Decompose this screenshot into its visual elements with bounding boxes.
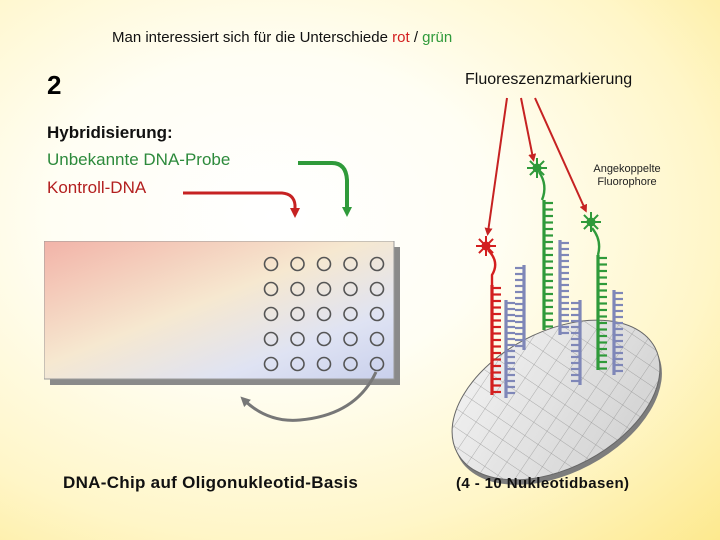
chip-spot bbox=[316, 306, 332, 322]
header-text: Man interessiert sich für die Unterschie… bbox=[112, 29, 452, 46]
bases-caption: (4 - 10 Nukleotidbasen) bbox=[456, 475, 630, 492]
oligo-probe bbox=[612, 290, 623, 375]
zoom-arrow bbox=[240, 371, 378, 422]
chip-spot bbox=[369, 256, 385, 272]
chip-spot bbox=[343, 331, 358, 347]
fluor-arrow-red bbox=[484, 97, 508, 236]
chip-spot bbox=[263, 306, 279, 322]
control-label: Kontroll-DNA bbox=[47, 178, 147, 197]
probe-strand bbox=[527, 158, 553, 330]
chip-spot bbox=[343, 356, 358, 372]
control-strand bbox=[476, 236, 501, 395]
chip-spot bbox=[290, 331, 305, 347]
fluorescence-label: Fluoreszenzmarkierung bbox=[465, 71, 633, 88]
chip-spot bbox=[290, 281, 305, 297]
chip-spot bbox=[263, 356, 279, 372]
oligo-probe bbox=[504, 300, 515, 398]
hybridization-title: Hybridisierung: bbox=[47, 123, 173, 142]
fluorophore-label: Angekoppelte Fluorophore bbox=[593, 163, 661, 188]
spot-grid bbox=[263, 256, 385, 372]
chip-spot bbox=[316, 281, 332, 297]
header-prefix: Man interessiert sich für die Unterschie… bbox=[112, 29, 388, 46]
chip-surface bbox=[44, 241, 395, 380]
oligo-probe bbox=[571, 300, 582, 385]
chip-spot bbox=[263, 256, 279, 272]
chip-spot bbox=[369, 356, 385, 372]
oligo-probe bbox=[558, 240, 569, 335]
chip-spot bbox=[369, 306, 385, 322]
fluor-arrow-green-2 bbox=[534, 97, 588, 213]
chip-spot bbox=[316, 256, 332, 272]
fluor-arrow-green-1 bbox=[520, 97, 537, 162]
probe-strands bbox=[476, 158, 623, 398]
probe-label: Unbekannte DNA-Probe bbox=[47, 150, 231, 169]
control-arrow bbox=[183, 191, 300, 218]
fluorophore-star-icon bbox=[527, 158, 547, 178]
chip-caption: DNA-Chip auf Oligonukleotid-Basis bbox=[63, 473, 359, 492]
header-red-word: rot bbox=[392, 29, 410, 46]
dna-chip bbox=[44, 241, 400, 385]
fluorophore-star-icon bbox=[476, 236, 496, 256]
chip-spot bbox=[343, 281, 358, 297]
chip-spot bbox=[369, 331, 385, 347]
chip-spot bbox=[290, 306, 305, 322]
slide-number: 2 bbox=[47, 70, 62, 100]
chip-spot bbox=[369, 281, 385, 297]
chip-spot bbox=[263, 331, 279, 347]
chip-spot bbox=[316, 331, 332, 347]
chip-spot bbox=[343, 256, 358, 272]
oligo-probe bbox=[515, 265, 526, 350]
chip-spot bbox=[290, 356, 305, 372]
chip-spot bbox=[290, 256, 305, 272]
fluorophore-star-icon bbox=[581, 212, 601, 232]
chip-spot bbox=[263, 281, 279, 297]
probe-strand bbox=[581, 212, 607, 370]
probe-arrow bbox=[298, 161, 352, 217]
header-green-word: grün bbox=[422, 29, 453, 46]
header-separator: / bbox=[413, 29, 418, 46]
chip-spot bbox=[343, 306, 358, 322]
chip-spot bbox=[316, 356, 332, 372]
